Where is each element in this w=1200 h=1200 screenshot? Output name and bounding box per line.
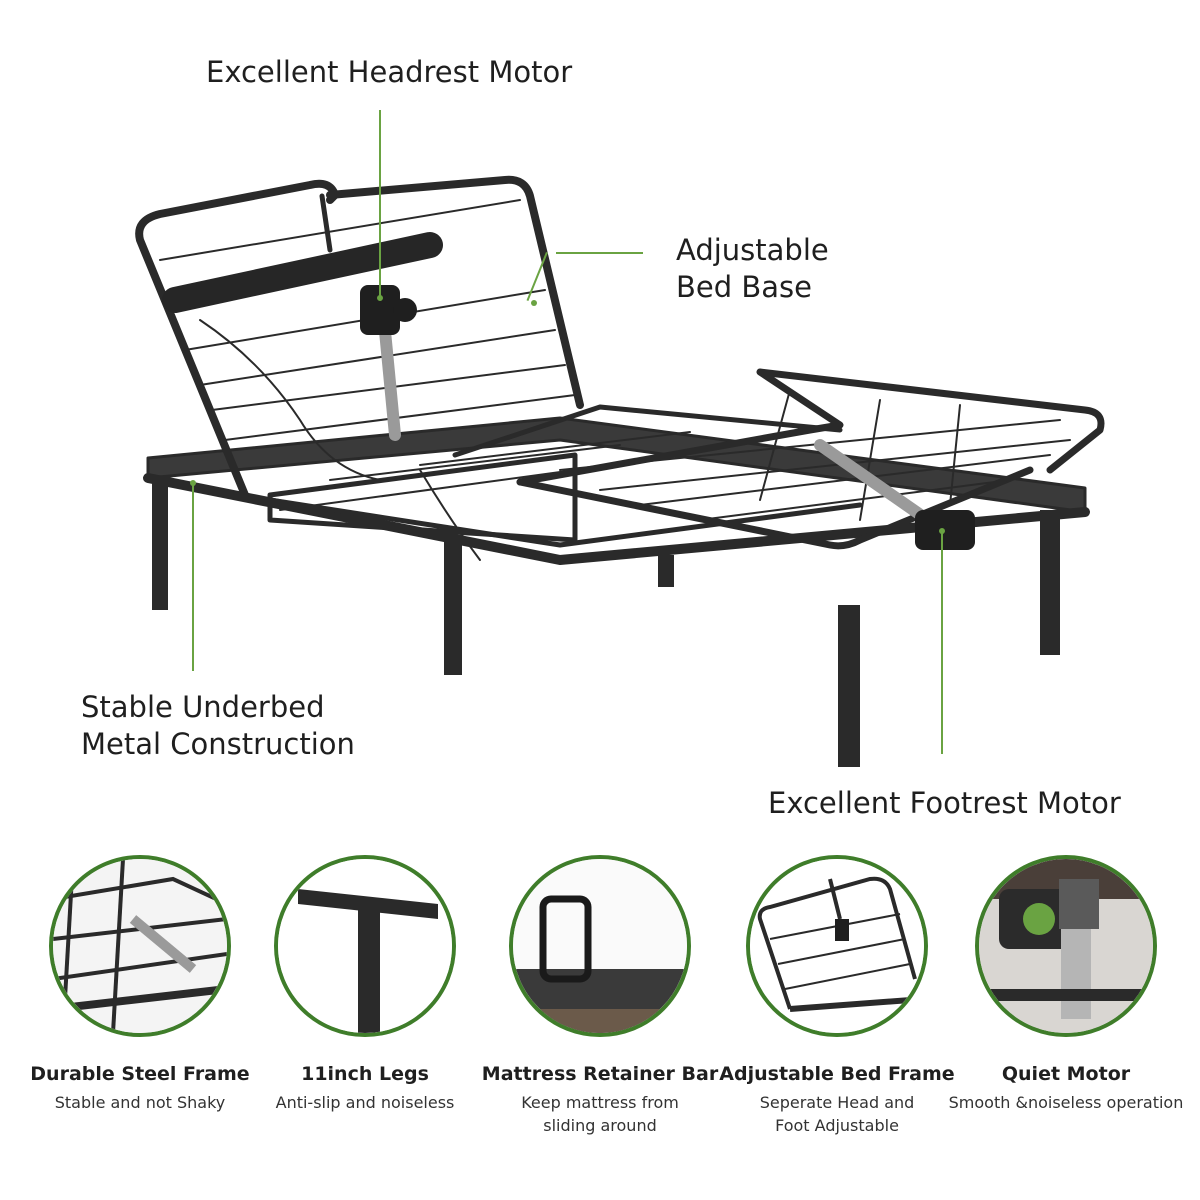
feature-title: Quiet Motor (1001, 1063, 1131, 1085)
underbed-label-line1: Stable Underbed (81, 690, 325, 724)
base-leader-line (556, 252, 643, 254)
headrest-motor-label: Excellent Headrest Motor (206, 55, 573, 89)
feature-11inch-legs: 11inch Legs Anti-slip and noiseless (245, 855, 485, 1114)
motor-detail-image (975, 855, 1157, 1037)
underbed-callout: Stable Underbed Metal Construction (81, 689, 355, 763)
legs-detail-image (274, 855, 456, 1037)
adjustable-base-label-line2: Bed Base (676, 270, 812, 304)
feature-desc-line: Anti-slip and noiseless (275, 1093, 455, 1112)
feature-description: Seperate Head and Foot Adjustable (717, 1091, 957, 1137)
adjustable-frame-detail-image (746, 855, 928, 1037)
feature-title: Adjustable Bed Frame (719, 1063, 955, 1085)
underbed-leader-dot (190, 480, 196, 486)
footrest-motor-label: Excellent Footrest Motor (768, 786, 1121, 820)
footrest-leader-line (941, 532, 943, 754)
underbed-label-line2: Metal Construction (81, 727, 355, 761)
retainer-bar-detail-image (509, 855, 691, 1037)
base-leader-dot (531, 300, 537, 306)
feature-title: Durable Steel Frame (30, 1063, 250, 1085)
feature-description: Anti-slip and noiseless (245, 1091, 485, 1114)
underbed-leader-line (192, 485, 194, 671)
feature-desc-line: Keep mattress from (521, 1093, 679, 1112)
feature-desc-line: Seperate Head and (759, 1093, 915, 1112)
feature-description: Smooth &noiseless operation (946, 1091, 1186, 1114)
feature-desc-line: Foot Adjustable (775, 1116, 899, 1135)
adjustable-bed-frame-image (135, 175, 1105, 767)
feature-mattress-retainer-bar: Mattress Retainer Bar Keep mattress from… (480, 855, 720, 1137)
feature-desc-line: Stable and not Shaky (54, 1093, 226, 1112)
feature-title: 11inch Legs (301, 1063, 429, 1085)
feature-description: Keep mattress from sliding around (480, 1091, 720, 1137)
headrest-leader-dot (377, 295, 383, 301)
feature-quiet-motor: Quiet Motor Smooth &noiseless operation (946, 855, 1186, 1114)
feature-adjustable-bed-frame: Adjustable Bed Frame Seperate Head and F… (717, 855, 957, 1137)
feature-title: Mattress Retainer Bar (481, 1063, 719, 1085)
feature-durable-steel-frame: Durable Steel Frame Stable and not Shaky (20, 855, 260, 1114)
feature-desc-line: Smooth &noiseless operation (948, 1093, 1184, 1112)
headrest-motor-callout: Excellent Headrest Motor (206, 54, 572, 91)
adjustable-base-callout: Adjustable Bed Base (676, 232, 829, 306)
feature-description: Stable and not Shaky (20, 1091, 260, 1114)
headrest-leader-line (379, 110, 381, 298)
footrest-leader-dot (939, 528, 945, 534)
feature-desc-line: sliding around (543, 1116, 657, 1135)
steel-frame-detail-image (49, 855, 231, 1037)
adjustable-base-label-line1: Adjustable (676, 233, 829, 267)
footrest-motor-callout: Excellent Footrest Motor (768, 785, 1121, 822)
